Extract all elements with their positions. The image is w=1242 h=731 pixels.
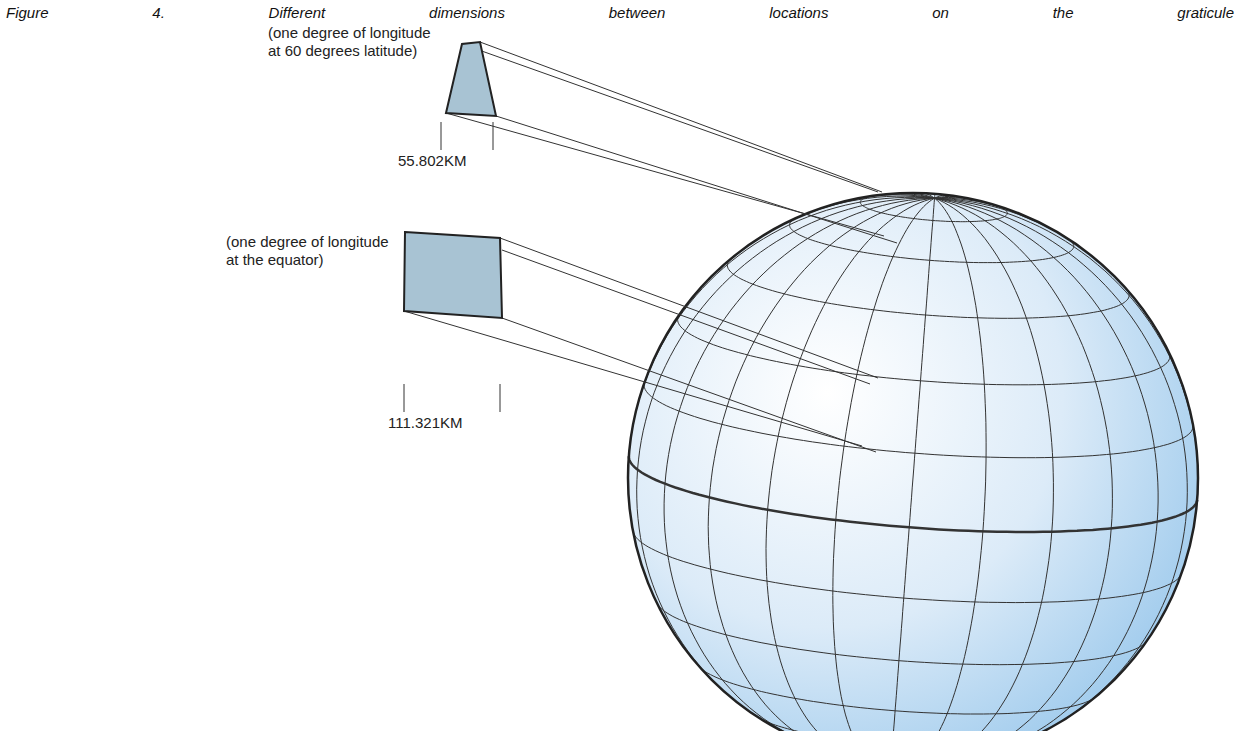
graticule-line xyxy=(766,198,935,731)
graticule-line xyxy=(629,197,935,456)
leader-lines xyxy=(404,42,897,452)
graticule-line xyxy=(833,198,935,731)
graticule-line xyxy=(629,456,1197,532)
graticule-line xyxy=(935,198,1199,500)
patch-equator xyxy=(404,232,502,318)
graticule-line xyxy=(935,198,1085,251)
graticule-line xyxy=(727,259,1129,319)
dimension-label: 55.802KM xyxy=(398,152,466,170)
globe xyxy=(628,193,1198,731)
patch-60-degrees xyxy=(446,42,496,116)
graticule-line xyxy=(935,198,1113,731)
latitude-note: (one degree of longitude at 60 degrees l… xyxy=(268,24,440,60)
graticule-line xyxy=(907,198,987,731)
graticule-line xyxy=(935,198,1188,724)
graticule-line xyxy=(657,604,1147,665)
graticule-line xyxy=(790,218,1074,262)
graticule-line xyxy=(935,198,1159,731)
graticule-line xyxy=(759,718,1029,731)
globe-outline xyxy=(628,193,1198,731)
graticule-line xyxy=(678,316,1170,385)
figure-caption: Figure 4. Different dimensions between l… xyxy=(6,4,1234,22)
graticule-line xyxy=(664,198,934,731)
graticule-line xyxy=(701,668,1094,714)
graticule-line xyxy=(637,198,935,700)
graticule-line xyxy=(644,383,1193,458)
graticule xyxy=(629,193,1198,731)
graticule-line xyxy=(891,198,934,731)
dimension-label: 111.321KM xyxy=(388,414,463,432)
graticule-line xyxy=(860,195,1007,222)
equator-note: (one degree of longitude at the equator) xyxy=(226,233,398,269)
graticule-line xyxy=(708,198,934,731)
graticule-line xyxy=(921,198,1054,731)
graticule-line xyxy=(633,533,1181,603)
